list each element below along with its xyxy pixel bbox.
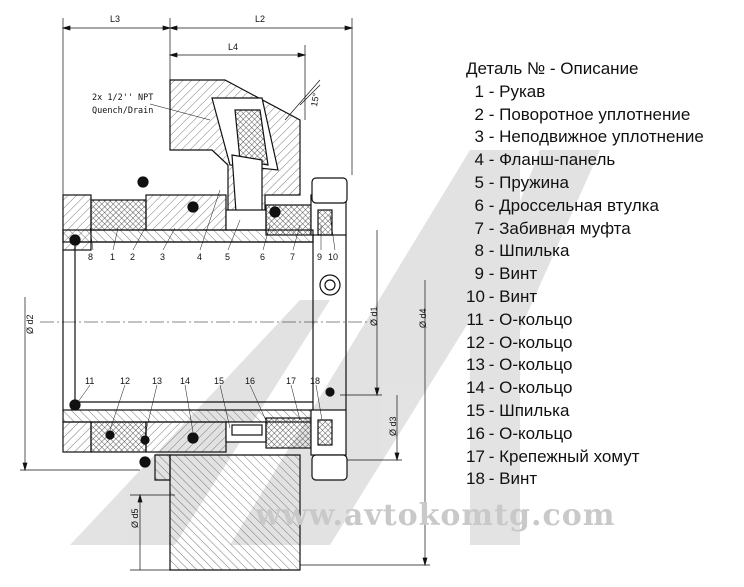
legend-item-number: 14 [466,378,485,398]
legend-item-text: - Рукав [488,81,546,101]
watermark-url: www.avtokomtg.com [255,498,616,533]
callout-11: 11 [85,376,94,386]
legend-item-text: - Дроссельная втулка [488,195,659,215]
dim-l2-label: L2 [255,14,265,24]
legend-item-text: - Поворотное уплотнение [488,104,691,124]
legend-item-number: 7 [474,218,484,238]
callout-10: 10 [328,252,338,262]
legend-item-number: 4 [474,150,484,170]
legend-item: 1 - Рукав [466,81,744,104]
legend-item: 12 - О-кольцо [466,332,744,355]
legend-item-number: 1 [474,81,484,101]
legend-item-number: 3 [474,127,484,147]
callout-4: 4 [197,252,202,262]
legend-item-text: - Неподвижное уплотнение [488,127,704,147]
legend-item-number: 18 [466,469,485,489]
callout-16: 16 [245,376,255,386]
callouts-bottom: 11 12 13 14 15 16 17 18 [85,376,320,386]
legend-item-text: - Фланш-панель [488,150,616,170]
seal-assembly-lower [62,399,348,481]
legend-title: Деталь № - Описание [466,59,639,78]
callout-5: 5 [225,252,230,262]
dim-d4-label: Ø d4 [418,308,428,328]
legend-item: 18 - Винт [466,468,744,491]
legend-item: 11 - О-кольцо [466,309,744,332]
legend-item: 16 - О-кольцо [466,423,744,446]
legend-item-number: 13 [466,355,485,375]
legend-item: 3 - Неподвижное уплотнение [466,126,744,149]
legend-item-text: - Винт [488,264,538,284]
dim-d5-label: Ø d5 [130,508,140,528]
gland-flange-upper [169,79,301,216]
seal-assembly-upper [62,176,348,251]
legend-item-number: 15 [466,400,485,420]
legend-item: 4 - Фланш-панель [466,149,744,172]
dim-l4-label: L4 [228,42,238,52]
dim-d1-label: Ø d1 [369,306,379,326]
callout-14: 14 [180,376,190,386]
legend-item: 15 - Шпилька [466,400,744,423]
legend-item-text: - Забивная муфта [488,218,631,238]
callout-15: 15 [214,376,224,386]
legend-item: 6 - Дроссельная втулка [466,195,744,218]
legend-item: 17 - Крепежный хомут [466,446,744,469]
legend-item-text: - О-кольцо [488,355,573,375]
dim-d3-label: Ø d3 [388,416,398,436]
callouts-top: 8 1 2 3 4 5 6 7 9 10 [88,252,338,262]
legend-item: 14 - О-кольцо [466,377,744,400]
callout-1: 1 [110,252,115,262]
gland-flange-lower [154,454,301,571]
legend-item-number: 11 [466,309,484,329]
dim-angle-label: 15° [309,92,321,108]
callout-18: 18 [310,376,320,386]
dim-d2-label: Ø d2 [25,314,35,334]
legend-item-text: - Шпилька [488,241,570,261]
legend-item: 2 - Поворотное уплотнение [466,104,744,127]
callout-12: 12 [120,376,130,386]
legend-item: 13 - О-кольцо [466,354,744,377]
callout-2: 2 [130,252,135,262]
legend-item-text: - Крепежный хомут [488,446,640,466]
legend-item-text: - О-кольцо [488,378,573,398]
legend-item-text: - О-кольцо [488,332,573,352]
legend-item: 9 - Винт [466,263,744,286]
legend-item-text: - Винт [488,469,538,489]
callout-3: 3 [160,252,165,262]
port-note-line1: 2x 1/2'' NPT [92,93,153,103]
callout-7: 7 [290,252,295,262]
callout-13: 13 [152,376,162,386]
legend-item-text: - Винт [488,286,538,306]
legend-item-number: 8 [474,241,484,261]
legend-item-number: 16 [466,423,485,443]
legend-item-number: 2 [474,104,484,124]
callout-9: 9 [317,252,322,262]
legend-item: 10 - Винт [466,286,744,309]
legend-item-number: 10 [466,286,485,306]
callout-6: 6 [260,252,265,262]
legend-item-number: 9 [474,264,484,284]
port-note-line2: Quench/Drain [92,106,153,116]
callout-leaders [77,189,336,436]
callout-17: 17 [286,376,296,386]
legend-item: 5 - Пружина [466,172,744,195]
legend-item: 8 - Шпилька [466,240,744,263]
callout-8: 8 [88,252,93,262]
dimension-lines [20,18,430,571]
legend-item-number: 5 [474,172,484,192]
dim-l3-label: L3 [110,14,120,24]
legend-item: 7 - Забивная муфта [466,218,744,241]
legend-item-text: - Шпилька [488,400,570,420]
legend-item-text: - Пружина [488,172,570,192]
legend-item-text: - О-кольцо [488,423,573,443]
legend-item-number: 17 [466,446,485,466]
legend-item-number: 12 [466,332,485,352]
legend-item-text: - О-кольцо [488,309,573,329]
legend-item-number: 6 [474,195,484,215]
